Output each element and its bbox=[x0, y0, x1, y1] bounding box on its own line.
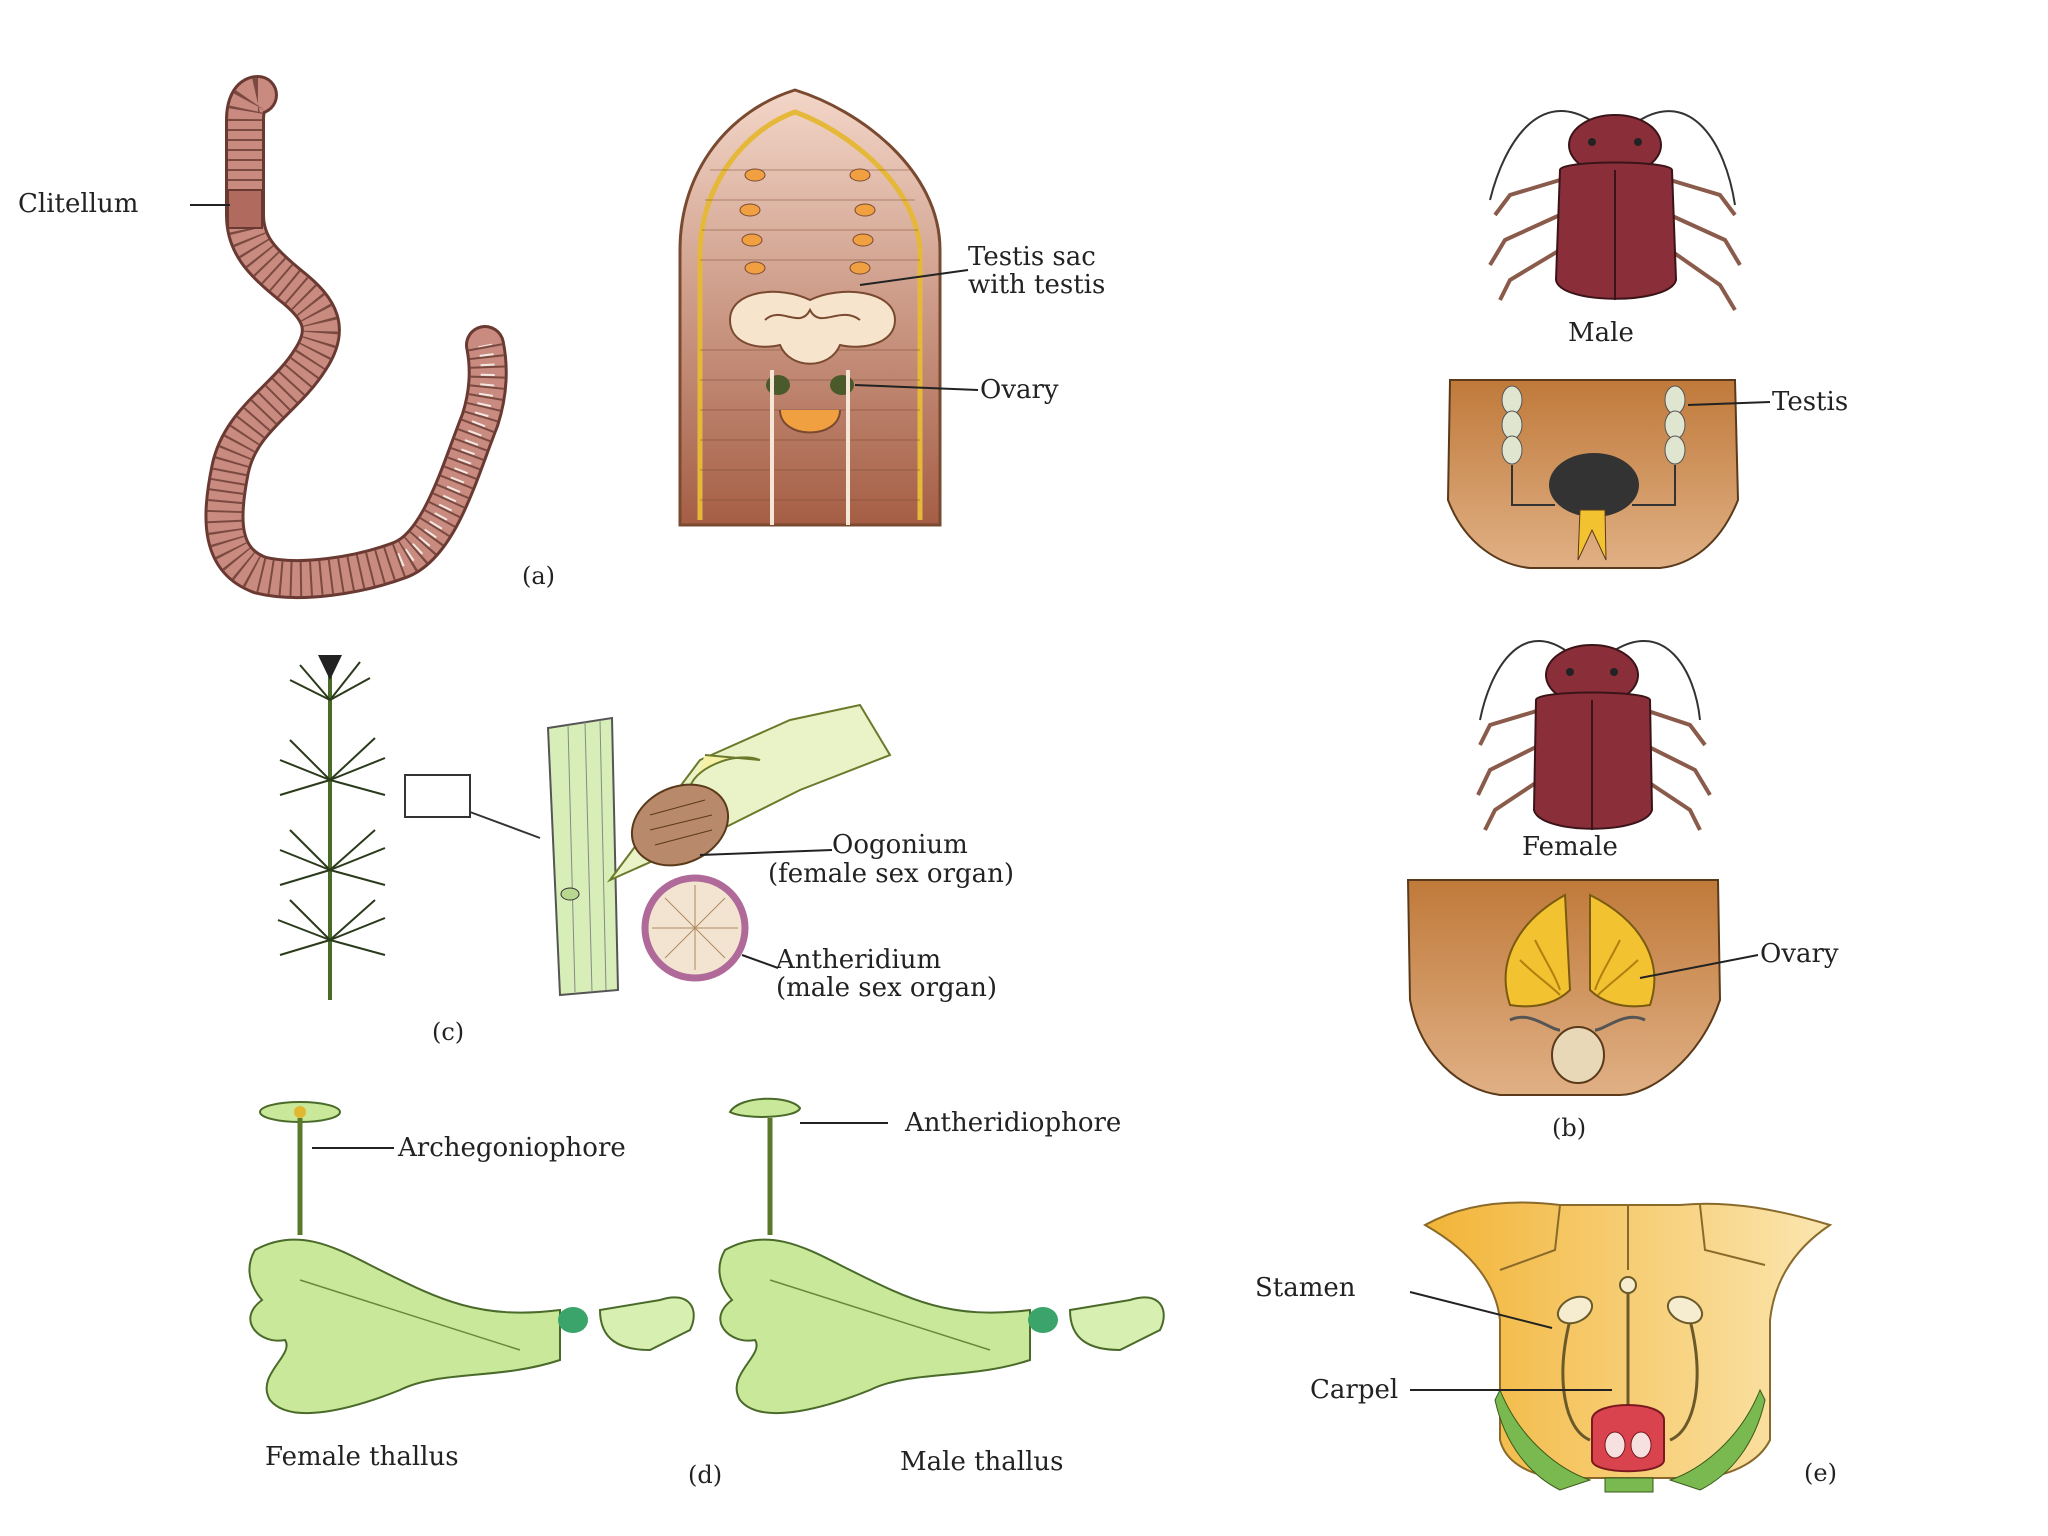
oogonium-label-2: (female sex organ) bbox=[768, 859, 1014, 889]
cockroach-figure-female bbox=[1476, 640, 1712, 831]
caption-c: (c) bbox=[432, 1018, 464, 1046]
testis-sac-label-2: with testis bbox=[968, 270, 1105, 300]
caption-e: (e) bbox=[1804, 1459, 1837, 1487]
male-abdomen-figure bbox=[1446, 379, 1740, 569]
panel-e: Stamen Carpel (e) bbox=[1255, 1201, 1837, 1493]
earthworm-figure bbox=[204, 75, 508, 599]
archegoniophore-label: Archegoniophore bbox=[397, 1133, 626, 1163]
cockroach-figure-male bbox=[1488, 110, 1742, 312]
ovary-label-b: Ovary bbox=[1760, 939, 1839, 969]
worm-section-figure bbox=[678, 88, 942, 527]
oogonium-label-1: Oogonium bbox=[832, 830, 968, 860]
female-label: Female bbox=[1522, 832, 1618, 862]
caption-b: (b) bbox=[1552, 1114, 1586, 1142]
caption-d: (d) bbox=[688, 1461, 722, 1489]
female-thallus-label: Female thallus bbox=[265, 1442, 459, 1472]
panel-c: Oogonium (female sex organ) Antheridium … bbox=[277, 655, 1014, 1046]
stamen-label: Stamen bbox=[1255, 1273, 1356, 1303]
marchantia-male-figure bbox=[718, 1097, 1165, 1415]
chara-detail-figure bbox=[546, 703, 892, 997]
antheridium-label-1: Antheridium bbox=[775, 945, 941, 975]
female-abdomen-figure bbox=[1406, 879, 1722, 1096]
clitellum-label: Clitellum bbox=[18, 189, 138, 219]
chara-figure bbox=[277, 655, 541, 1000]
panel-b: Male Testis bbox=[1406, 110, 1848, 1142]
carpel-label: Carpel bbox=[1310, 1375, 1398, 1405]
caption-a: (a) bbox=[522, 562, 555, 590]
antheridium-label-2: (male sex organ) bbox=[776, 973, 997, 1003]
testis-sac-label-1: Testis sac bbox=[968, 242, 1096, 272]
marchantia-female-figure bbox=[248, 1101, 695, 1415]
testis-label: Testis bbox=[1772, 387, 1848, 417]
ovary-label-a: Ovary bbox=[980, 375, 1059, 405]
male-thallus-label: Male thallus bbox=[900, 1447, 1064, 1477]
antheridiophore-label: Antheridiophore bbox=[904, 1108, 1121, 1138]
panel-a: Clitellum bbox=[18, 75, 1105, 599]
panel-d: Archegoniophore Female thallus Antheridi… bbox=[248, 1097, 1165, 1489]
flower-section-figure bbox=[1422, 1201, 1833, 1493]
male-label: Male bbox=[1568, 318, 1634, 348]
